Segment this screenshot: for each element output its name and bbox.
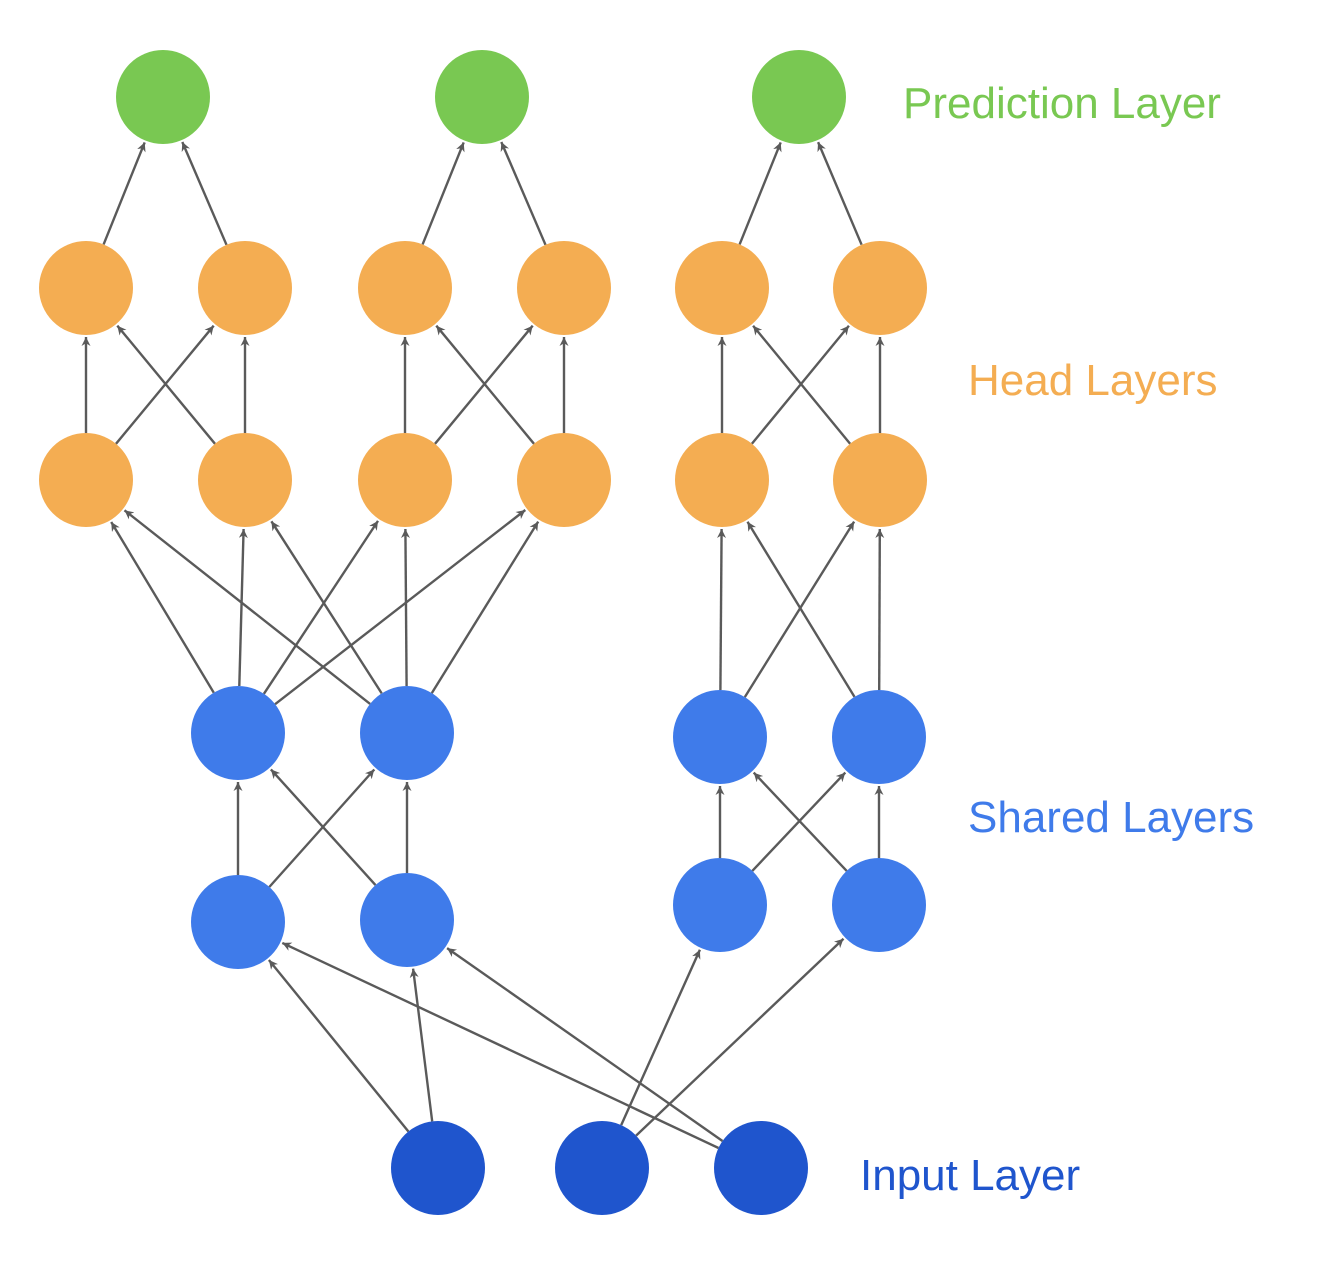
arrow-sa1-to-hb2 bbox=[238, 528, 248, 687]
arrow-sa1-to-hb4 bbox=[274, 509, 527, 706]
input-node bbox=[555, 1121, 649, 1215]
head-node bbox=[833, 433, 927, 527]
arrow-hb6-to-ha5 bbox=[752, 325, 852, 445]
arrow-sa4-to-hb6 bbox=[875, 528, 885, 691]
arrow-ha1-to-p1 bbox=[102, 141, 146, 245]
prediction-node bbox=[435, 50, 529, 144]
shared-node bbox=[673, 690, 767, 784]
arrow-ha2-to-p1 bbox=[181, 141, 228, 246]
arrow-sb1-to-sa2 bbox=[268, 768, 376, 888]
arrow-i1-to-sb2 bbox=[409, 968, 434, 1122]
arrow-sa2-to-hb2 bbox=[270, 520, 383, 695]
arrow-ha5-to-p3 bbox=[738, 141, 782, 245]
arrow-sa2-to-hb4 bbox=[430, 520, 540, 694]
arrow-ha3-to-p2 bbox=[421, 141, 465, 245]
head-node bbox=[517, 241, 611, 335]
arrow-i2-to-sb3 bbox=[620, 949, 701, 1126]
prediction-node bbox=[116, 50, 210, 144]
head-node bbox=[833, 241, 927, 335]
arrow-sa3-to-hb5 bbox=[717, 528, 727, 691]
head-node bbox=[198, 433, 292, 527]
head-node bbox=[198, 241, 292, 335]
input-node bbox=[391, 1121, 485, 1215]
shared-node bbox=[832, 690, 926, 784]
arrow-sa3-to-hb6 bbox=[743, 520, 856, 698]
shared-node bbox=[360, 873, 454, 967]
head-node bbox=[358, 433, 452, 527]
prediction-node bbox=[752, 50, 846, 144]
head-layers-label: Head Layers bbox=[968, 356, 1217, 405]
head-node bbox=[39, 433, 133, 527]
arrow-sa2-to-hb3 bbox=[400, 528, 410, 687]
head-node bbox=[39, 241, 133, 335]
arrow-i3-to-sb1 bbox=[281, 941, 720, 1150]
arrow-i3-to-sb2 bbox=[446, 947, 724, 1142]
shared-node bbox=[832, 858, 926, 952]
connection-arrows bbox=[81, 141, 885, 1150]
arrow-ha4-to-p2 bbox=[500, 141, 547, 246]
shared-node bbox=[360, 686, 454, 780]
arrow-sa4-to-hb5 bbox=[746, 521, 856, 698]
arrow-ha6-to-p3 bbox=[816, 141, 863, 246]
arrow-sb2-to-sa1 bbox=[270, 768, 377, 886]
arrow-hb4-to-ha3 bbox=[435, 324, 535, 445]
arrow-sa1-to-hb1 bbox=[110, 521, 215, 694]
arrow-sb4-to-sa3 bbox=[752, 771, 848, 872]
network-nodes bbox=[39, 50, 927, 1215]
prediction-layer-label: Prediction Layer bbox=[903, 79, 1221, 128]
arrow-i2-to-sb4 bbox=[635, 937, 845, 1137]
arrow-i1-to-sb1 bbox=[267, 959, 410, 1133]
shared-layers-label: Shared Layers bbox=[968, 793, 1254, 842]
head-node bbox=[675, 241, 769, 335]
arrow-sa2-to-hb1 bbox=[123, 509, 371, 705]
head-node bbox=[675, 433, 769, 527]
arrow-sa1-to-hb3 bbox=[262, 520, 380, 695]
shared-node bbox=[191, 875, 285, 969]
arrow-hb2-to-ha1 bbox=[116, 324, 216, 445]
head-node bbox=[517, 433, 611, 527]
shared-node bbox=[673, 858, 767, 952]
input-node bbox=[714, 1121, 808, 1215]
shared-node bbox=[191, 686, 285, 780]
head-node bbox=[358, 241, 452, 335]
input-layer-label: Input Layer bbox=[860, 1151, 1080, 1200]
